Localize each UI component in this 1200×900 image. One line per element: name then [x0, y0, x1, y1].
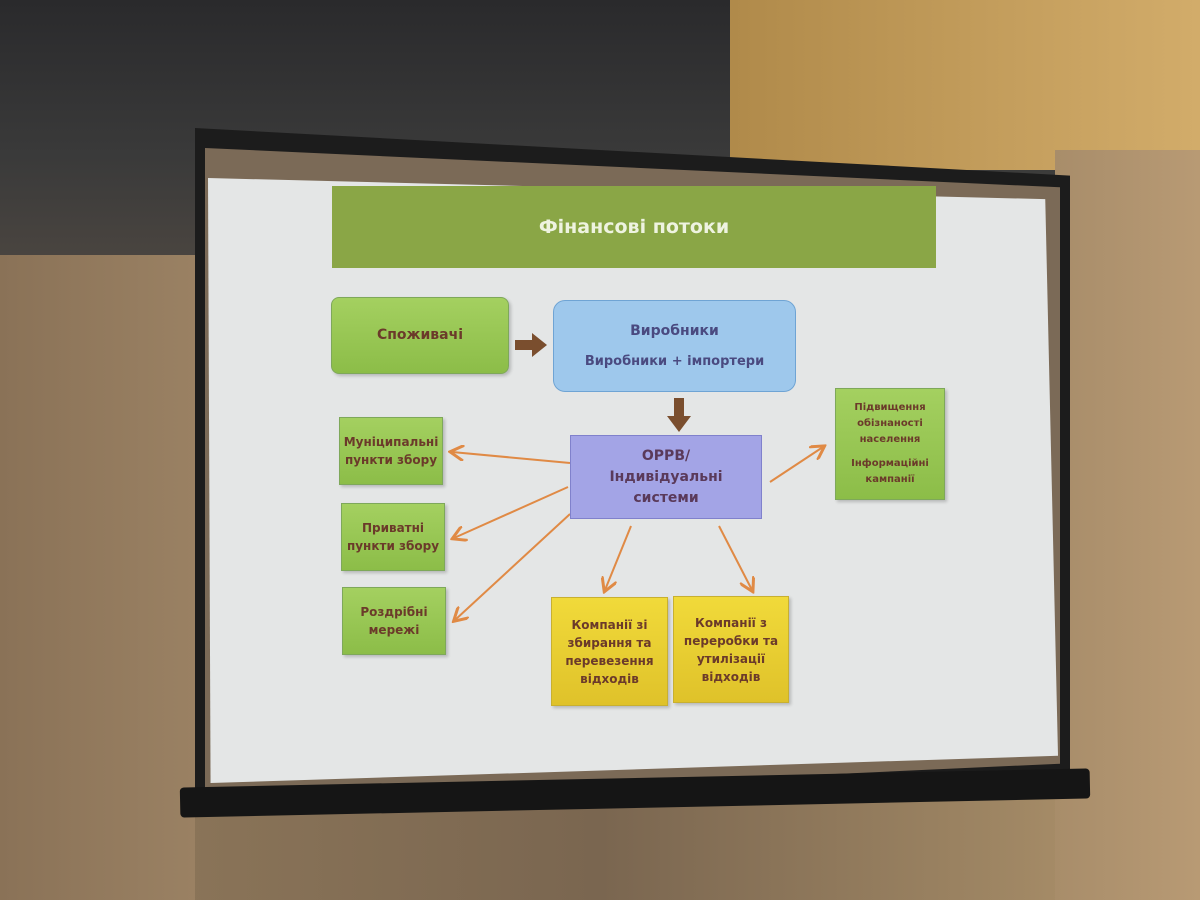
- collection-line3: перевезення: [565, 653, 654, 668]
- processing-companies-box: Компанії з переробки та утилізації відхо…: [673, 596, 789, 703]
- arrow-producers-to-opr: [667, 398, 691, 432]
- retail-box: Роздрібні мережі: [342, 587, 446, 655]
- individual-systems-label: Індивідуальні системи: [609, 468, 723, 506]
- producers-label: Виробники: [630, 322, 719, 339]
- collection-line1: Компанії зі: [571, 617, 648, 632]
- processing-line1: Компанії з: [695, 615, 767, 630]
- arrow-to-processing: [718, 525, 752, 590]
- collection-line2: збирання та: [567, 635, 652, 650]
- consumers-label: Споживачі: [376, 327, 464, 343]
- awareness-line2: обізнаності: [857, 418, 923, 429]
- processing-line3: утилізації відходів: [696, 651, 766, 684]
- arrow-to-collection: [605, 525, 632, 590]
- collection-line4: відходів: [580, 671, 639, 686]
- background-wall: [730, 0, 1200, 170]
- booth-panel-left: [0, 255, 195, 900]
- opr-label: ОРРВ/: [641, 447, 691, 464]
- arrow-to-retail: [455, 513, 571, 620]
- info-campaigns-line2: кампанії: [865, 474, 915, 485]
- consumers-box: Споживачі: [331, 297, 509, 374]
- municipal-box: Муніципальні пункти збору: [339, 417, 443, 485]
- municipal-line1: Муніципальні: [343, 435, 439, 449]
- producers-importers-label: Виробники + імпортери: [584, 353, 765, 369]
- private-line2: пункти збору: [346, 539, 440, 553]
- private-line1: Приватні: [361, 521, 425, 535]
- retail-line1: Роздрібні: [360, 605, 428, 619]
- slide-title: Фінансові потоки: [332, 186, 936, 268]
- info-campaigns-line1: Інформаційні: [851, 458, 929, 469]
- arrow-consumers-to-producers: [515, 333, 547, 357]
- producers-box: Виробники Виробники + імпортери: [553, 300, 796, 392]
- retail-line2: мережі: [368, 623, 420, 637]
- slide-title-text: Фінансові потоки: [538, 216, 730, 238]
- arrow-to-private: [454, 486, 569, 538]
- private-box: Приватні пункти збору: [341, 503, 445, 571]
- awareness-line1: Підвищення: [854, 402, 926, 413]
- processing-line2: переробки та: [683, 633, 779, 648]
- opr-box: ОРРВ/ Індивідуальні системи: [570, 435, 762, 519]
- collection-companies-box: Компанії зі збирання та перевезення відх…: [551, 597, 668, 706]
- awareness-box: Підвищення обізнаності населення Інформа…: [835, 388, 945, 500]
- arrow-to-municipal: [452, 452, 571, 464]
- municipal-line2: пункти збору: [344, 453, 438, 467]
- arrow-to-awareness: [769, 447, 823, 483]
- awareness-line3: населення: [859, 434, 921, 445]
